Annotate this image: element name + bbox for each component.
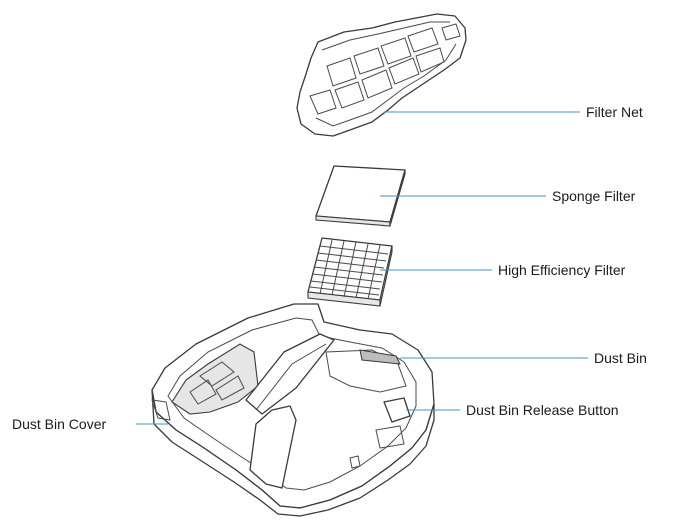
filter-net-illustration <box>296 13 467 137</box>
label-filter-net: Filter Net <box>586 104 643 120</box>
dust-bin-illustration <box>151 303 435 517</box>
high-efficiency-filter-illustration <box>307 237 393 307</box>
label-sponge-filter: Sponge Filter <box>552 188 636 204</box>
sponge-filter-illustration <box>315 165 406 227</box>
label-dust-bin-release-button: Dust Bin Release Button <box>466 402 619 418</box>
label-high-efficiency-filter: High Efficiency Filter <box>498 262 626 278</box>
label-dust-bin: Dust Bin <box>594 350 647 366</box>
label-dust-bin-cover: Dust Bin Cover <box>12 416 106 432</box>
